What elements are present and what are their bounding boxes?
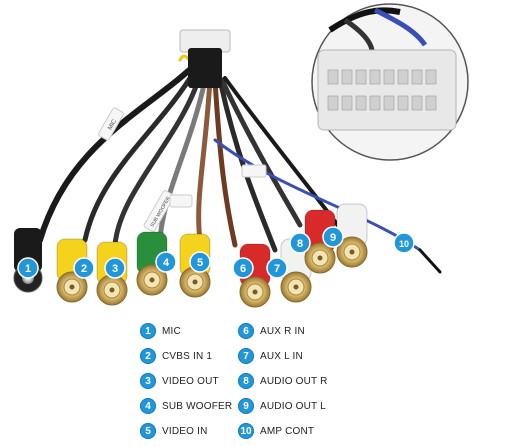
wire-tag-label: MIC	[107, 118, 118, 131]
connector-number: 5	[197, 257, 203, 269]
connector-number: 8	[297, 238, 303, 250]
legend-number-badge: 5	[140, 423, 156, 439]
connector-badge: 1	[17, 257, 39, 279]
legend-item: 10 AMP CONT	[238, 422, 314, 440]
connector-badge: 6	[232, 257, 254, 279]
connector-badge: 10	[393, 232, 415, 254]
connector-pins	[327, 69, 437, 111]
connector-6: 6	[232, 243, 271, 308]
legend-label: CVBS IN 1	[162, 350, 213, 362]
legend-label: SUB WOOFER	[162, 400, 233, 412]
connector-number: 1	[25, 263, 31, 275]
connector-badge: 5	[189, 251, 211, 273]
connector-10: 10	[393, 232, 415, 254]
legend-number-badge: 8	[238, 373, 254, 389]
legend-label: VIDEO OUT	[162, 375, 219, 387]
connector-badge: 9	[322, 226, 344, 248]
legend-number-badge: 10	[238, 423, 254, 439]
connector-badge: 2	[73, 257, 95, 279]
connector-4: 4	[136, 231, 177, 296]
connector-2: 2	[56, 238, 95, 303]
connector-number: 3	[112, 263, 118, 275]
legend-number-badge: 6	[238, 323, 254, 339]
legend-item: 3 VIDEO OUT	[140, 372, 219, 390]
connector-zoom-inset	[311, 3, 469, 161]
connector-7: 7	[266, 238, 312, 303]
connector-badge: 7	[266, 257, 288, 279]
legend-label: AUX L IN	[260, 350, 303, 362]
connector-8: 8	[289, 209, 336, 274]
legend-item: 8 AUDIO OUT R	[238, 372, 328, 390]
legend-label: AMP CONT	[260, 425, 315, 437]
connector-badge: 3	[104, 257, 126, 279]
legend-item: 4 SUB WOOFER	[140, 397, 232, 415]
legend-item: 5 VIDEO IN	[140, 422, 208, 440]
legend-number-badge: 9	[238, 398, 254, 414]
connector-number: 4	[163, 257, 170, 269]
legend-number-badge: 1	[140, 323, 156, 339]
connector-plugs: 1 2 3 4 5 6 7 8 9 10	[13, 203, 415, 308]
connector-5: 5	[179, 233, 211, 298]
legend-item: 9 AUDIO OUT L	[238, 397, 326, 415]
connector-number: 2	[81, 263, 87, 275]
legend-item: 6 AUX R IN	[238, 322, 305, 340]
legend-item: 7 AUX L IN	[238, 347, 303, 365]
legend-label: MIC	[162, 325, 181, 337]
legend-number-badge: 2	[140, 348, 156, 364]
legend-label: AUX R IN	[260, 325, 305, 337]
connector-number: 9	[330, 232, 336, 244]
connector-3: 3	[96, 241, 128, 306]
wire-tag-mic: MIC	[98, 107, 124, 141]
legend-label: VIDEO IN	[162, 425, 208, 437]
legend-number-badge: 3	[140, 373, 156, 389]
connector-number: 10	[399, 239, 409, 249]
connector-number: 6	[240, 263, 246, 275]
connector-number: 7	[274, 263, 280, 275]
legend-item: 1 MIC	[140, 322, 181, 340]
connector-badge: 4	[155, 251, 177, 273]
connector-1: 1	[13, 228, 43, 293]
legend-label: AUDIO OUT L	[260, 400, 326, 412]
legend-item: 2 CVBS IN 1	[140, 347, 212, 365]
connector-badge: 8	[289, 232, 311, 254]
wire-tags-plain	[169, 164, 267, 208]
legend-label: AUDIO OUT R	[260, 375, 328, 387]
connector-9: 9	[322, 203, 368, 268]
wire-harness-connector	[179, 29, 231, 88]
legend-number-badge: 4	[140, 398, 156, 414]
legend-number-badge: 7	[238, 348, 254, 364]
